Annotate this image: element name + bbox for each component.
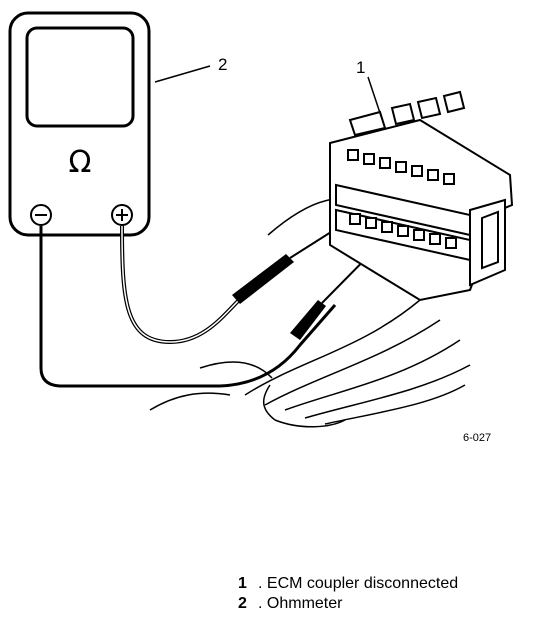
ecm-coupler: [329, 90, 514, 302]
callout-2-leader: [154, 65, 211, 83]
legend-label: ECM coupler disconnected: [266, 575, 459, 592]
legend-label: Ohmmeter: [266, 595, 343, 612]
positive-test-lead: [120, 219, 351, 345]
legend-number: 2: [238, 595, 247, 612]
ohmmeter-display: [25, 26, 135, 128]
legend-number: 1: [238, 575, 247, 592]
callout-1-leader: [367, 76, 386, 129]
ohm-symbol: Ω: [69, 145, 92, 180]
legend-item: 1. ECM coupler disconnected: [238, 575, 459, 592]
legend-item: 2. Ohmmeter: [238, 595, 343, 612]
callout-1-number: 1: [356, 58, 365, 77]
wire-harness: [149, 198, 471, 428]
callout-2-number: 2: [218, 55, 227, 74]
figure-id: 6-027: [463, 432, 491, 444]
legend: 1. ECM coupler disconnected 2. Ohmmeter: [238, 574, 458, 614]
ohmmeter: Ω: [8, 11, 151, 237]
